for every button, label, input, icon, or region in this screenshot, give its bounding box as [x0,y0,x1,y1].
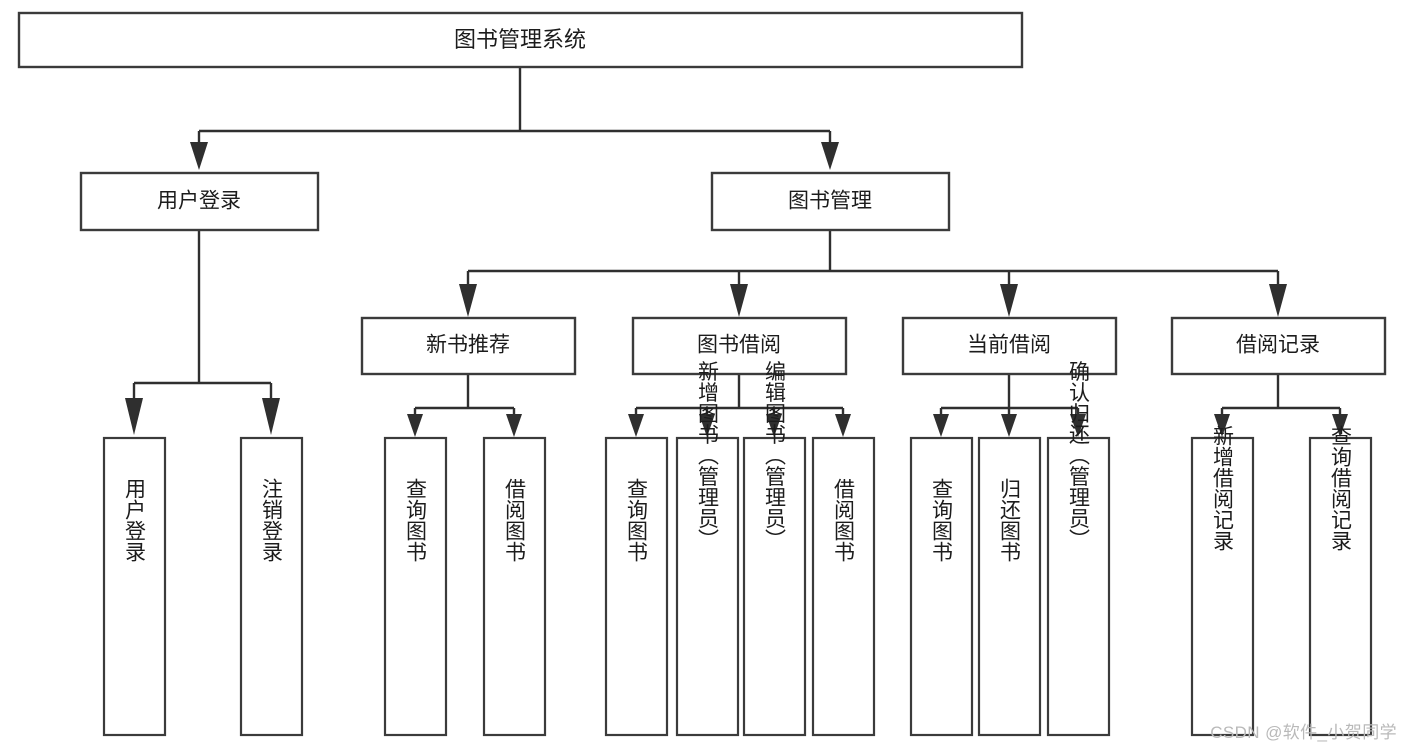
arrowhead-record [1269,284,1287,317]
node-leaf-confirm-return-label: 确认归还（管理员） [1067,361,1091,550]
node-leaf-newbook-query-label: 查询图书 [404,478,428,562]
arrowhead-current [1000,284,1018,317]
node-leaf-user-login-label: 用户登录 [123,478,147,562]
node-root-label: 图书管理系统 [454,27,586,52]
node-leaf-query-record[interactable]: 查询借阅记录 [1308,425,1373,737]
node-leaf-newbook-borrow[interactable]: 借阅图书 [482,436,547,737]
node-root-rect[interactable] [17,11,1024,69]
node-leaf-add-record[interactable]: 新增借阅记录 [1190,425,1255,737]
node-leaf-borrow-query-label: 查询图书 [625,478,649,562]
node-leaf-logout-label: 注销登录 [260,478,284,562]
node-leaf-edit-book-label: 编辑图书（管理员） [763,361,787,550]
node-book-management[interactable]: 图书管理 [710,171,951,232]
node-leaf-newbook-borrow-label: 借阅图书 [503,478,527,562]
node-book-borrow[interactable]: 图书借阅 [631,316,848,376]
node-leaf-user-login-rect[interactable] [102,436,167,737]
arrowhead-bo-l3 [766,414,782,437]
node-book-management-rect[interactable] [710,171,951,232]
node-leaf-borrow-query-rect[interactable] [604,436,669,737]
node-root[interactable]: 图书管理系统 [17,11,1024,69]
arrowhead-login-c2 [262,398,280,435]
node-borrow-record-rect[interactable] [1170,316,1387,376]
node-leaf-newbook-query[interactable]: 查询图书 [383,436,448,737]
nodes-layer: 图书管理系统 用户登录 图书管理 新书推荐 图书借阅 [17,11,1387,737]
node-leaf-query-record-label: 查询借阅记录 [1329,425,1353,551]
node-leaf-add-book-label: 新增图书（管理员） [696,361,720,550]
node-leaf-edit-book-rect[interactable] [742,436,807,737]
node-leaf-logout[interactable]: 注销登录 [239,436,304,737]
arrowhead-bo-l1 [628,414,644,437]
node-user-login[interactable]: 用户登录 [79,171,320,232]
node-book-borrow-label: 图书借阅 [697,334,781,357]
node-book-management-label: 图书管理 [788,190,872,213]
node-leaf-borrow-book-rect[interactable] [811,436,876,737]
node-borrow-record-label: 借阅记录 [1236,334,1320,357]
node-leaf-logout-rect[interactable] [239,436,304,737]
arrowhead-cu-l2 [1001,414,1017,437]
node-leaf-return-book[interactable]: 归还图书 [977,436,1042,737]
node-leaf-query-record-rect[interactable] [1308,436,1373,737]
node-leaf-add-record-label: 新增借阅记录 [1211,425,1235,551]
arrowhead-nb-l1 [407,414,423,437]
node-leaf-newbook-query-rect[interactable] [383,436,448,737]
arrowhead-bo-l2 [699,414,715,437]
node-current-borrow-rect[interactable] [901,316,1118,376]
csdn-watermark: CSDN @软件_小贺同学 [1210,723,1397,742]
node-leaf-return-book-label: 归还图书 [998,478,1022,562]
node-user-login-label: 用户登录 [157,190,241,213]
node-leaf-edit-book[interactable]: 编辑图书（管理员） [742,361,807,737]
node-new-book-recommend[interactable]: 新书推荐 [360,316,577,376]
node-user-login-rect[interactable] [79,171,320,232]
node-borrow-record[interactable]: 借阅记录 [1170,316,1387,376]
arrowhead-cu-l1 [933,414,949,437]
arrowhead-login-c1 [125,398,143,435]
node-book-borrow-rect[interactable] [631,316,848,376]
node-current-borrow[interactable]: 当前借阅 [901,316,1118,376]
node-leaf-confirm-return[interactable]: 确认归还（管理员） [1046,361,1111,737]
arrowhead-bo-l4 [835,414,851,437]
node-leaf-borrow-query[interactable]: 查询图书 [604,436,669,737]
arrowhead-re-l2 [1332,414,1348,437]
node-leaf-confirm-return-rect[interactable] [1046,436,1111,737]
arrowhead-nb-l2 [506,414,522,437]
arrowhead-newbook [459,284,477,317]
arrowhead-cu-l3 [1070,414,1086,437]
node-leaf-current-query-rect[interactable] [909,436,974,737]
node-leaf-user-login[interactable]: 用户登录 [102,436,167,737]
node-leaf-newbook-borrow-rect[interactable] [482,436,547,737]
node-leaf-current-query[interactable]: 查询图书 [909,436,974,737]
node-leaf-return-book-rect[interactable] [977,436,1042,737]
arrowhead-login [190,142,208,170]
edges-layer [125,68,1348,437]
node-current-borrow-label: 当前借阅 [967,334,1051,357]
node-leaf-borrow-book-label: 借阅图书 [832,478,856,562]
arrowhead-re-l1 [1214,414,1230,437]
arrowhead-borrow [730,284,748,317]
arrowhead-bookmgmt [821,142,839,170]
node-leaf-add-record-rect[interactable] [1190,436,1255,737]
node-leaf-current-query-label: 查询图书 [930,478,954,562]
node-leaf-borrow-book[interactable]: 借阅图书 [811,436,876,737]
node-leaf-add-book-rect[interactable] [675,436,740,737]
node-new-book-recommend-rect[interactable] [360,316,577,376]
node-leaf-add-book[interactable]: 新增图书（管理员） [675,361,740,737]
node-new-book-recommend-label: 新书推荐 [426,334,510,357]
